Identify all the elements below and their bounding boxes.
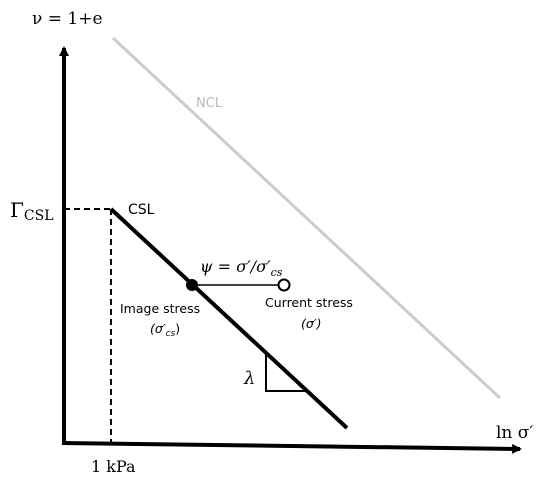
x-axis bbox=[61, 441, 522, 454]
x-tick-label: 1 kPa bbox=[91, 457, 136, 476]
psi-subscript: cs bbox=[271, 266, 283, 279]
gamma-csl-label: ΓCSL bbox=[10, 198, 54, 224]
csl-line bbox=[109, 207, 349, 430]
image-stress-symbol-close: ) bbox=[175, 321, 180, 336]
slope-triangle bbox=[265, 351, 307, 392]
image-stress-symbol: (σ′cs) bbox=[150, 321, 180, 339]
image-stress-point bbox=[186, 279, 198, 291]
y-axis-label: ν = 1+e bbox=[32, 9, 103, 29]
current-stress-title: Current stress bbox=[265, 295, 353, 310]
slope-label: λ bbox=[243, 368, 255, 389]
current-stress-point bbox=[277, 278, 291, 292]
x-axis-label: ln σ′ bbox=[496, 423, 533, 443]
gamma-symbol: Γ bbox=[10, 198, 24, 222]
ncl-label: NCL bbox=[196, 96, 223, 111]
image-stress-symbol-sub: cs bbox=[166, 329, 176, 339]
current-stress-symbol: (σ′) bbox=[301, 316, 322, 331]
image-stress-symbol-main: (σ′ bbox=[150, 321, 166, 336]
ncl-line bbox=[111, 36, 502, 400]
csl-label: CSL bbox=[128, 202, 155, 218]
image-stress-title: Image stress bbox=[120, 301, 200, 316]
psi-main: ψ = σ′/σ′ bbox=[200, 257, 271, 276]
psi-label: ψ = σ′/σ′cs bbox=[200, 257, 283, 279]
gamma-subscript: CSL bbox=[24, 208, 54, 224]
